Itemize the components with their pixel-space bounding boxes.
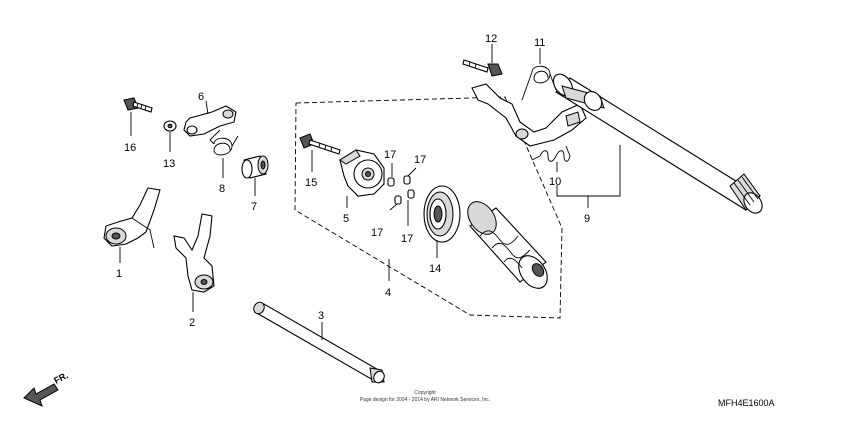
callout-17a: 17 bbox=[384, 149, 396, 161]
dowel-pin-17d[interactable] bbox=[407, 189, 415, 199]
dowel-pin-17a[interactable] bbox=[387, 177, 395, 187]
diagram-code: MFH4E1600A bbox=[718, 398, 775, 408]
callout-14: 14 bbox=[429, 263, 441, 275]
callout-17b: 17 bbox=[414, 154, 426, 166]
gearshift-spindle[interactable] bbox=[550, 71, 766, 217]
callout-13: 13 bbox=[163, 158, 175, 170]
bolt-16[interactable] bbox=[123, 97, 153, 113]
callout-7: 7 bbox=[251, 201, 257, 213]
drum-center-5[interactable] bbox=[339, 149, 385, 197]
spring-10[interactable] bbox=[531, 145, 571, 162]
callout-8: 8 bbox=[219, 183, 225, 195]
fork-shaft[interactable] bbox=[252, 300, 387, 384]
shift-arm[interactable] bbox=[471, 83, 587, 147]
callout-1: 1 bbox=[116, 268, 122, 280]
callout-17d: 17 bbox=[401, 233, 413, 245]
bearing-14[interactable] bbox=[423, 185, 461, 243]
callout-16: 16 bbox=[124, 142, 136, 154]
callout-9: 9 bbox=[584, 213, 590, 225]
bolt-12[interactable] bbox=[462, 59, 503, 77]
callout-3: 3 bbox=[318, 310, 324, 322]
drum-assembly-dashed-box bbox=[294, 96, 563, 319]
callout-15: 15 bbox=[305, 177, 317, 189]
stopper-arm-6[interactable] bbox=[183, 105, 237, 137]
callout-12: 12 bbox=[485, 33, 497, 45]
callout-11: 11 bbox=[534, 37, 545, 49]
dowel-pin-17b[interactable] bbox=[403, 175, 411, 185]
callout-2: 2 bbox=[189, 317, 195, 329]
front-direction-arrow: FR. bbox=[23, 370, 70, 407]
washer-13[interactable] bbox=[163, 120, 177, 132]
callout-17c: 17 bbox=[371, 227, 383, 239]
copyright-line2: Page design for 2004 - 2014 by ARI Netwo… bbox=[360, 397, 490, 403]
collar-7[interactable] bbox=[241, 155, 269, 179]
callout-10: 10 bbox=[549, 176, 561, 188]
shift-shaft-bracket-line bbox=[556, 145, 621, 197]
shift-fork-2[interactable] bbox=[173, 213, 215, 293]
callout-6: 6 bbox=[198, 91, 204, 103]
direction-label: FR. bbox=[52, 370, 69, 386]
return-spring-8[interactable] bbox=[209, 129, 239, 156]
shift-fork-1[interactable] bbox=[103, 187, 161, 249]
callout-4: 4 bbox=[385, 287, 391, 299]
copyright-line1: Copyright bbox=[414, 390, 436, 396]
spring-11[interactable] bbox=[521, 65, 557, 101]
shift-drum[interactable] bbox=[462, 196, 553, 293]
bolt-15[interactable] bbox=[299, 133, 341, 155]
callout-5: 5 bbox=[343, 213, 349, 225]
dowel-pin-17c[interactable] bbox=[394, 195, 402, 205]
